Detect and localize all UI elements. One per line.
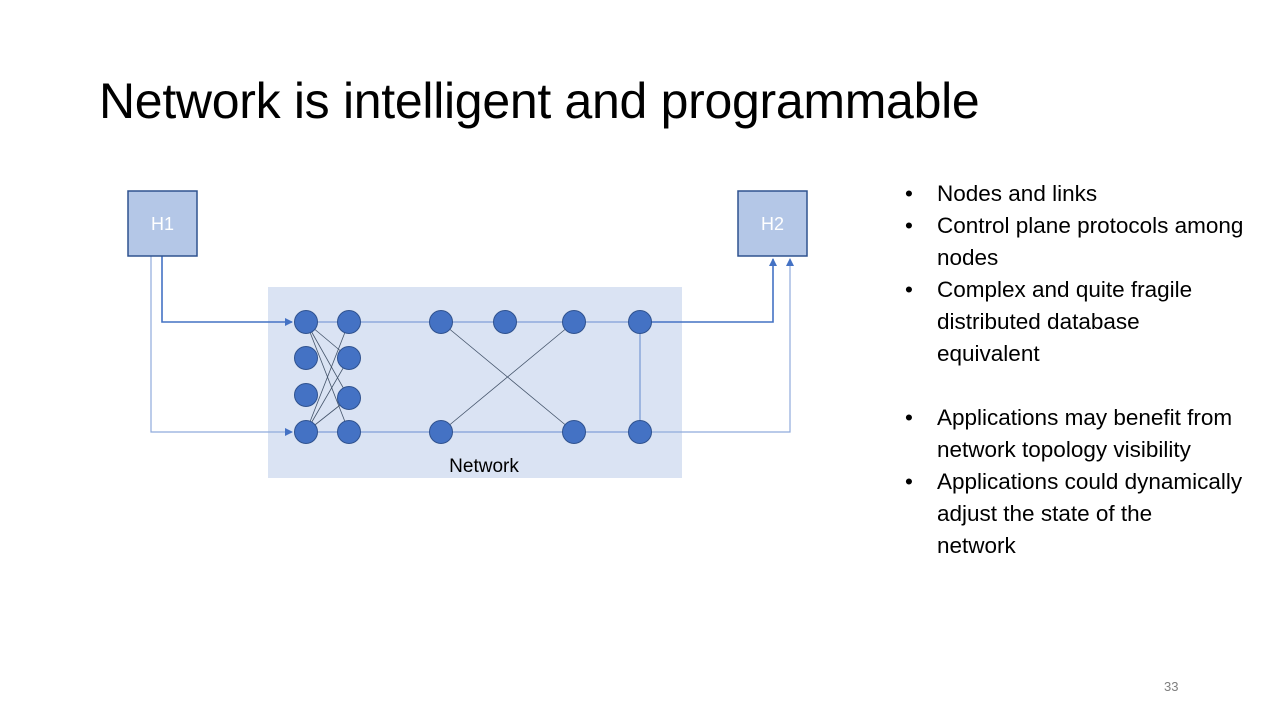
bullet-text: Applications may benefit from network to…	[937, 405, 1233, 462]
bullet-dot-icon: •	[905, 405, 913, 430]
node-a4[interactable]	[294, 420, 318, 444]
node-a3[interactable]	[294, 383, 318, 407]
bullet-spacer	[905, 370, 1280, 402]
bullet-dot-icon: •	[905, 213, 913, 238]
page-number: 33	[1164, 679, 1179, 694]
bullet-text: Complex and quite fragile distributed da…	[937, 277, 1193, 366]
host-h1-box[interactable]	[127, 190, 198, 257]
node-c1[interactable]	[429, 310, 453, 334]
bullet-text: Nodes and links	[937, 181, 1098, 206]
link-a1-b3	[305, 321, 350, 399]
bullet-item: • Applications could dynamically adjust t…	[905, 466, 1280, 562]
flow-arrow-f2-h2	[651, 258, 794, 433]
flow-arrow-h1-a4	[150, 256, 293, 436]
network-diagram: H1 H2 Network	[127, 190, 808, 478]
node-f2[interactable]	[628, 420, 652, 444]
link-a4-b1	[305, 321, 350, 433]
node-b4[interactable]	[337, 420, 361, 444]
bullet-item: • Nodes and links	[905, 178, 1280, 210]
host-h2-box[interactable]	[737, 190, 808, 257]
bullet-text: Control plane protocols among nodes	[937, 213, 1244, 270]
bullet-item: • Control plane protocols among nodes	[905, 210, 1280, 274]
link-a4-b2	[305, 357, 350, 433]
node-a2[interactable]	[294, 346, 318, 370]
bullet-dot-icon: •	[905, 469, 913, 494]
bullet-item: • Complex and quite fragile distributed d…	[905, 274, 1280, 370]
link-c2-e1	[440, 321, 575, 433]
bullet-item: • Applications may benefit from network t…	[905, 402, 1280, 466]
node-a1[interactable]	[294, 310, 318, 334]
node-c2[interactable]	[429, 420, 453, 444]
host-h1-label: H1	[151, 214, 174, 234]
flow-arrow-f1-h2	[651, 258, 777, 323]
node-b1[interactable]	[337, 310, 361, 334]
network-label: Network	[449, 456, 519, 477]
network-cloud	[268, 287, 682, 478]
host-h2[interactable]: H2	[737, 190, 808, 257]
node-f1[interactable]	[628, 310, 652, 334]
host-h1[interactable]: H1	[127, 190, 198, 257]
host-h2-label: H2	[761, 214, 784, 234]
node-e1[interactable]	[562, 310, 586, 334]
bullet-list: • Nodes and links • Control plane protocols…	[905, 178, 1280, 562]
flow-arrow-h1-a1	[161, 256, 293, 326]
node-e2[interactable]	[562, 420, 586, 444]
node-b3[interactable]	[337, 386, 361, 410]
network-nodes	[294, 310, 652, 444]
node-d1[interactable]	[493, 310, 517, 334]
slide-title: Network is intelligent and programmable	[99, 73, 980, 129]
bullet-dot-icon: •	[905, 181, 913, 206]
node-b2[interactable]	[337, 346, 361, 370]
host-flows	[150, 256, 794, 436]
bullet-text: Applications could dynamically adjust th…	[937, 469, 1243, 558]
bullet-dot-icon: •	[905, 277, 913, 302]
